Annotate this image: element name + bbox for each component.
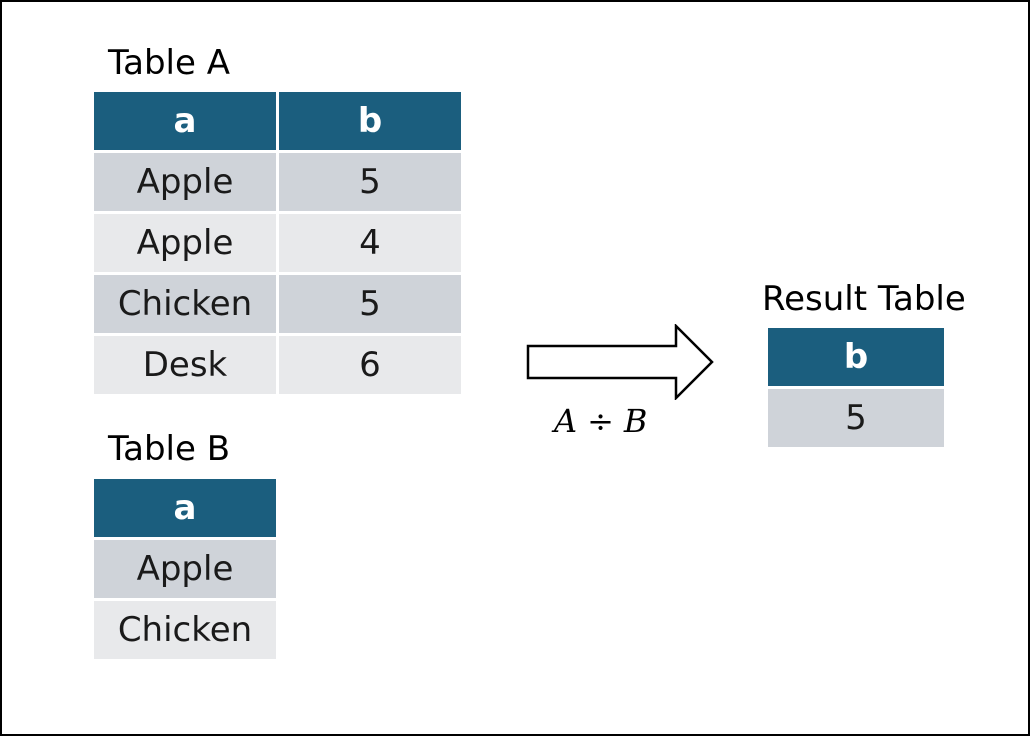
division-operator: ÷ [587,402,614,440]
table-a-header-b: b [279,92,461,150]
table-a-title: Table A [108,43,230,83]
table-a-cell: 4 [279,214,461,272]
result-table-cell: 5 [768,389,944,447]
right-arrow-icon [526,324,714,400]
table-a-cell: Apple [94,153,276,211]
formula-left-operand: A [554,402,578,440]
table-b-header-a: a [94,479,276,537]
table-b-title: Table B [108,429,231,469]
table-a-cell: Apple [94,214,276,272]
division-formula: A÷B [554,402,647,440]
table-a: a b Apple 5 Apple 4 Chicken 5 Desk 6 [94,92,461,394]
table-a-cell: Desk [94,336,276,394]
result-table-title: Result Table [762,279,966,319]
result-table-header-b: b [768,328,944,386]
table-b-cell: Chicken [94,601,276,659]
formula-right-operand: B [623,402,648,440]
table-b: a Apple Chicken [94,479,276,659]
table-a-cell: 6 [279,336,461,394]
table-a-cell: 5 [279,153,461,211]
table-a-cell: Chicken [94,275,276,333]
table-b-cell: Apple [94,540,276,598]
table-a-cell: 5 [279,275,461,333]
table-a-header-a: a [94,92,276,150]
result-table: b 5 [768,328,944,447]
